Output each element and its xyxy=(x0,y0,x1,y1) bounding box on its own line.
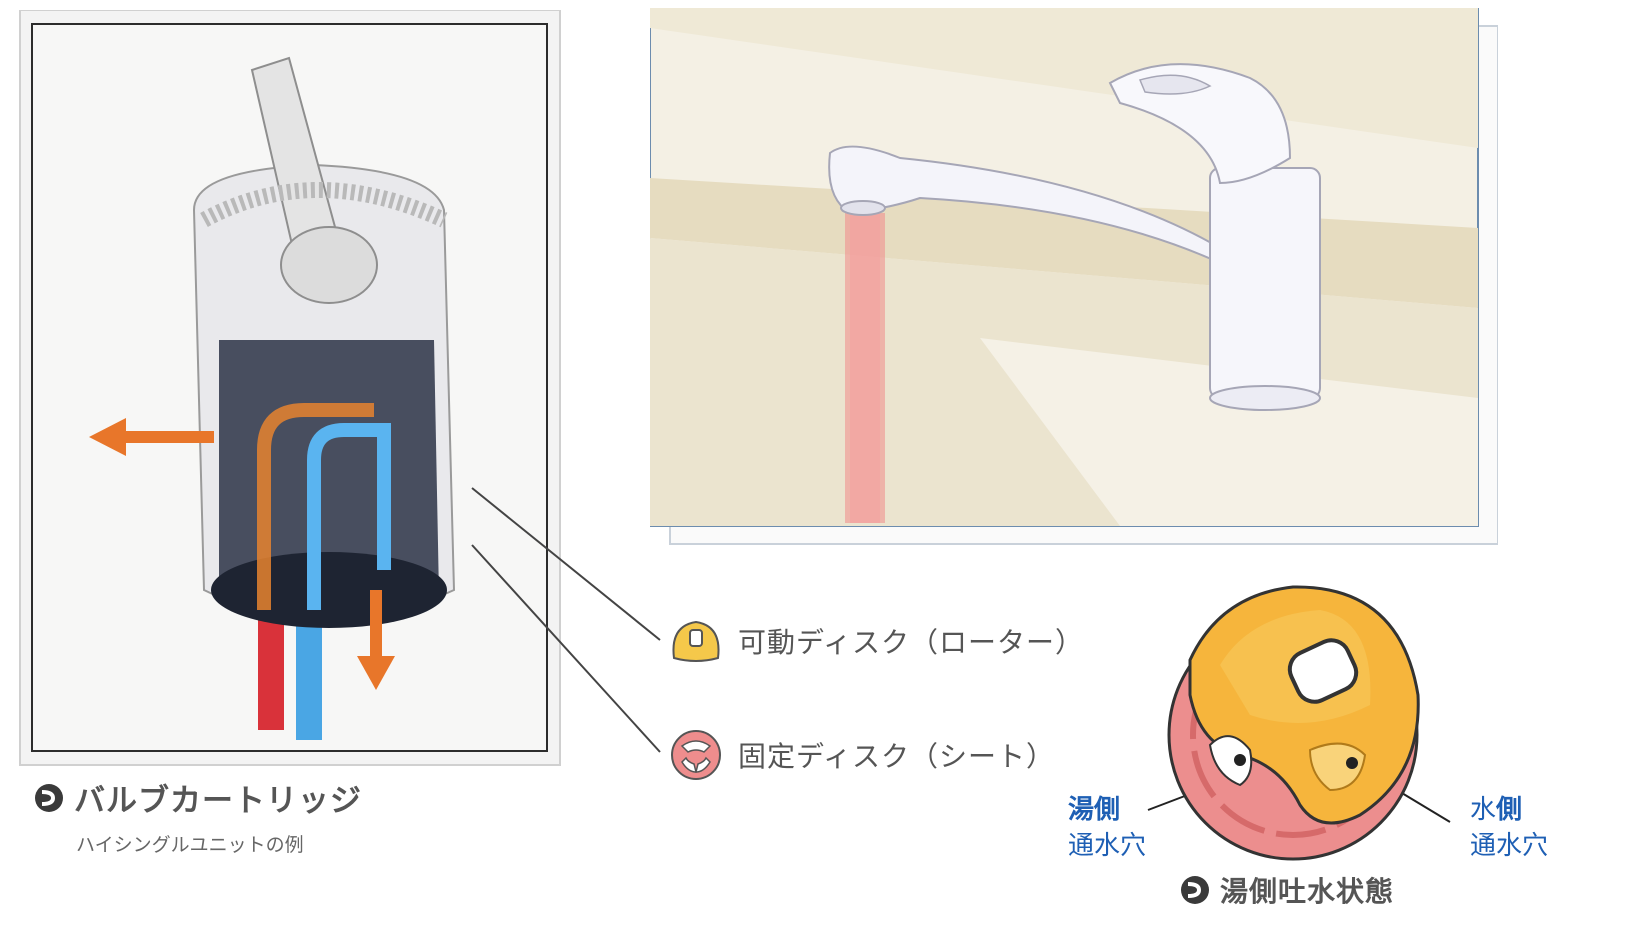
cartridge-subtitle: ハイシングルユニットの例 xyxy=(76,834,304,856)
arrow-circle-icon xyxy=(1181,876,1209,904)
hot-hole-text: 通水穴 xyxy=(1068,831,1147,861)
seat-disk-icon xyxy=(671,730,721,780)
arrow-circle-icon xyxy=(35,783,63,812)
cold-side-bold: 側 xyxy=(1496,795,1523,825)
state-disk xyxy=(1160,575,1420,865)
hot-side-label: 湯側 通水穴 xyxy=(1068,792,1146,864)
disk-state-illustration xyxy=(1167,585,1420,861)
cold-side-label: 水側 通水穴 xyxy=(1470,792,1548,864)
state-title: 湯側吐水状態 xyxy=(1220,875,1395,908)
cold-hole-text: 通水穴 xyxy=(1470,831,1549,861)
rotor-label-row: 可動ディスク（ローター） xyxy=(668,616,1084,666)
cartridge-caption: バルブカートリッジ ハイシングルユニットの例 xyxy=(34,775,514,857)
rotor-label: 可動ディスク（ローター） xyxy=(738,626,1085,659)
seat-label-row: 固定ディスク（シート） xyxy=(668,728,1055,782)
cold-side-prefix: 水 xyxy=(1470,795,1497,825)
faucet-illustration xyxy=(649,7,1499,545)
hot-side-text: 湯側 xyxy=(1068,795,1121,825)
cartridge-illustration xyxy=(19,9,561,766)
cartridge-title: バルブカートリッジ xyxy=(74,783,362,819)
state-caption: 湯側吐水状態 xyxy=(1180,870,1394,910)
cartridge-panel xyxy=(14,9,566,770)
rotor-disk-icon xyxy=(672,620,720,662)
faucet-panel xyxy=(649,7,1499,548)
seat-label: 固定ディスク（シート） xyxy=(738,740,1056,773)
